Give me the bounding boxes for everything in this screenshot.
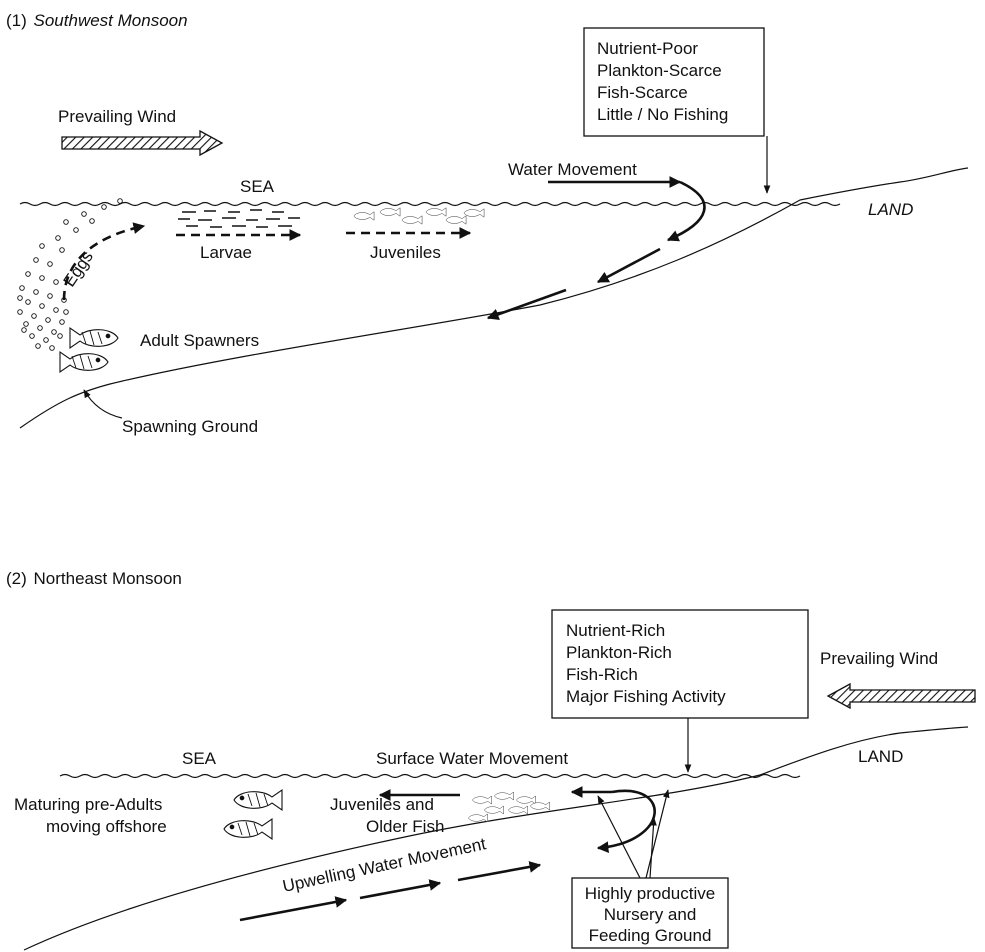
adult-spawner-fish-1 [69, 327, 119, 349]
panel2-circulation-arrow [596, 789, 656, 853]
pre-adult-fish-1 [233, 789, 283, 811]
panel2-upwelling-arrow-3 [457, 861, 542, 882]
panel1-water-arrow-descend-1 [596, 247, 661, 284]
panel2-maturing-line-2: moving offshore [46, 817, 167, 836]
larvae-school [178, 209, 300, 228]
panel-northeast-monsoon: (2) Northeast Monsoon Nutrient-Rich Plan… [6, 569, 976, 951]
panel1-wind-arrow [61, 129, 224, 157]
panel1-sea-surface [19, 201, 841, 207]
panel2-conditions-box [551, 609, 809, 719]
panel2-prevailing-wind-label: Prevailing Wind [820, 649, 938, 668]
panel2-nursery-box [571, 877, 729, 949]
panel2-box-line-4: Major Fishing Activity [566, 687, 726, 706]
pre-adult-fish-2 [223, 818, 273, 840]
panel1-eggs-label: Eggs [60, 247, 97, 290]
panel1-water-movement-label: Water Movement [508, 160, 637, 179]
panel1-box-line-2: Plankton-Scarce [597, 61, 722, 80]
panel1-larvae-label: Larvae [200, 243, 252, 262]
panel1-conditions-box [583, 27, 765, 137]
panel2-nursery-pointer-3 [649, 817, 657, 879]
panel1-sea-label: SEA [240, 177, 275, 196]
panel2-juveniles-line-2: Older Fish [366, 817, 444, 836]
panel1-water-arrow-descend-2 [486, 288, 567, 320]
panel1-box-line-4: Little / No Fishing [597, 105, 728, 124]
panel2-sea-label: SEA [182, 749, 217, 768]
panel2-upwelling-label: Upwelling Water Movement [281, 834, 488, 896]
panel1-spawning-ground-label: Spawning Ground [122, 417, 258, 436]
panel2-upwelling-arrow-1 [239, 896, 348, 922]
panel2-surface-water-label: Surface Water Movement [376, 749, 568, 768]
panel2-sea-surface [59, 773, 801, 779]
panel2-box-line-1: Nutrient-Rich [566, 621, 665, 640]
panel2-box-line-3: Fish-Rich [566, 665, 638, 684]
panel1-land-profile [19, 167, 969, 429]
panel2-box-line-2: Plankton-Rich [566, 643, 672, 662]
panel-southwest-monsoon: (1) Southwest Monsoon Prevailing Wind Nu… [6, 11, 969, 436]
panel1-box-line-3: Fish-Scarce [597, 83, 688, 102]
panel2-nursery-line-3: Feeding Ground [589, 926, 712, 945]
panel1-juveniles-label: Juveniles [370, 243, 441, 262]
panel2-nursery-line-1: Highly productive [585, 884, 715, 903]
panel2-title: (2) Northeast Monsoon [6, 569, 182, 588]
panel2-upwelling-arrow-2 [359, 879, 442, 900]
panel2-maturing-line-1: Maturing pre-Adults [14, 795, 162, 814]
panel1-land-label: LAND [868, 200, 913, 219]
panel2-land-label: LAND [858, 747, 903, 766]
panel2-wind-arrow [826, 682, 976, 710]
panel2-nursery-pointer-2 [645, 789, 670, 879]
panel2-land-profile [23, 726, 969, 951]
panel2-nursery-line-2: Nursery and [604, 905, 697, 924]
panel2-nursery-pointer-1 [597, 795, 641, 879]
panel1-water-arrow-curve [666, 180, 706, 242]
juveniles-school [353, 207, 485, 225]
adult-spawner-fish-2 [59, 351, 109, 373]
panel1-prevailing-wind-label: Prevailing Wind [58, 107, 176, 126]
panel2-juveniles-line-1: Juveniles and [330, 795, 434, 814]
panel1-adult-spawners-label: Adult Spawners [140, 331, 259, 350]
egg-cluster [17, 198, 123, 351]
panel1-box-line-1: Nutrient-Poor [597, 39, 698, 58]
panel1-title: (1) Southwest Monsoon [6, 11, 188, 30]
panel1-spawning-ground-arrow [83, 389, 123, 419]
